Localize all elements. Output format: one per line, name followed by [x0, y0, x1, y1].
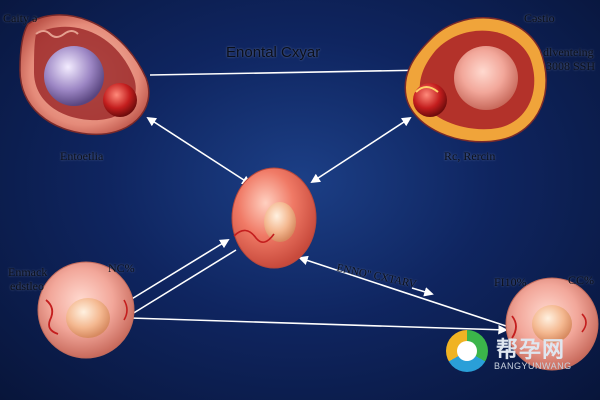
- bottom-left-cell: [37, 261, 135, 359]
- diagram-title: Enontal Cxyar: [226, 44, 321, 61]
- watermark-brand-en: BANGYUNWANG: [494, 361, 572, 371]
- arrow-topleft-to-center: [146, 116, 252, 186]
- arrow-center-to-bottomleft-b: [131, 249, 237, 315]
- top-left-cell: [19, 14, 150, 136]
- arrow-center-to-bottomright: [298, 255, 507, 327]
- arrow-topright-to-center: [310, 116, 412, 184]
- arrow-top-link: [149, 69, 431, 76]
- watermark-brand-cn: 帮孕网: [496, 338, 566, 363]
- label-top-left-corner: Caity ə: [3, 11, 38, 25]
- arrow-bottom-link: [129, 317, 508, 335]
- q-logo-icon: [446, 330, 488, 372]
- label-top-right-sub1: dlventeing: [543, 45, 594, 59]
- connector-arrows: [129, 69, 508, 335]
- arrow-center-to-bottomleft-a: [129, 238, 230, 301]
- arrow-center-label-pointer: [411, 287, 434, 297]
- watermark-logo: 帮孕网 BANGYUNWANG: [444, 330, 594, 378]
- center-egg-cell: [231, 167, 317, 269]
- label-bottom-left-2: edstleo: [10, 279, 44, 293]
- label-bottom-left-pct: NC%: [108, 261, 135, 275]
- label-bottom-left-1: Enmack: [8, 265, 48, 279]
- bottom-right-cell: [505, 277, 599, 371]
- label-bottom-right-pct1: FI10%: [494, 275, 527, 289]
- label-top-right-sub2: 3008 SSH: [546, 59, 596, 73]
- top-right-cell: [404, 17, 547, 143]
- label-top-right-corner: Cəstio: [524, 11, 555, 25]
- label-bottom-right-pct2: CC%: [568, 273, 595, 287]
- label-right-top-cell: Rc, Rercin: [444, 149, 496, 163]
- label-left-top-cell: Entoetlia: [60, 149, 104, 163]
